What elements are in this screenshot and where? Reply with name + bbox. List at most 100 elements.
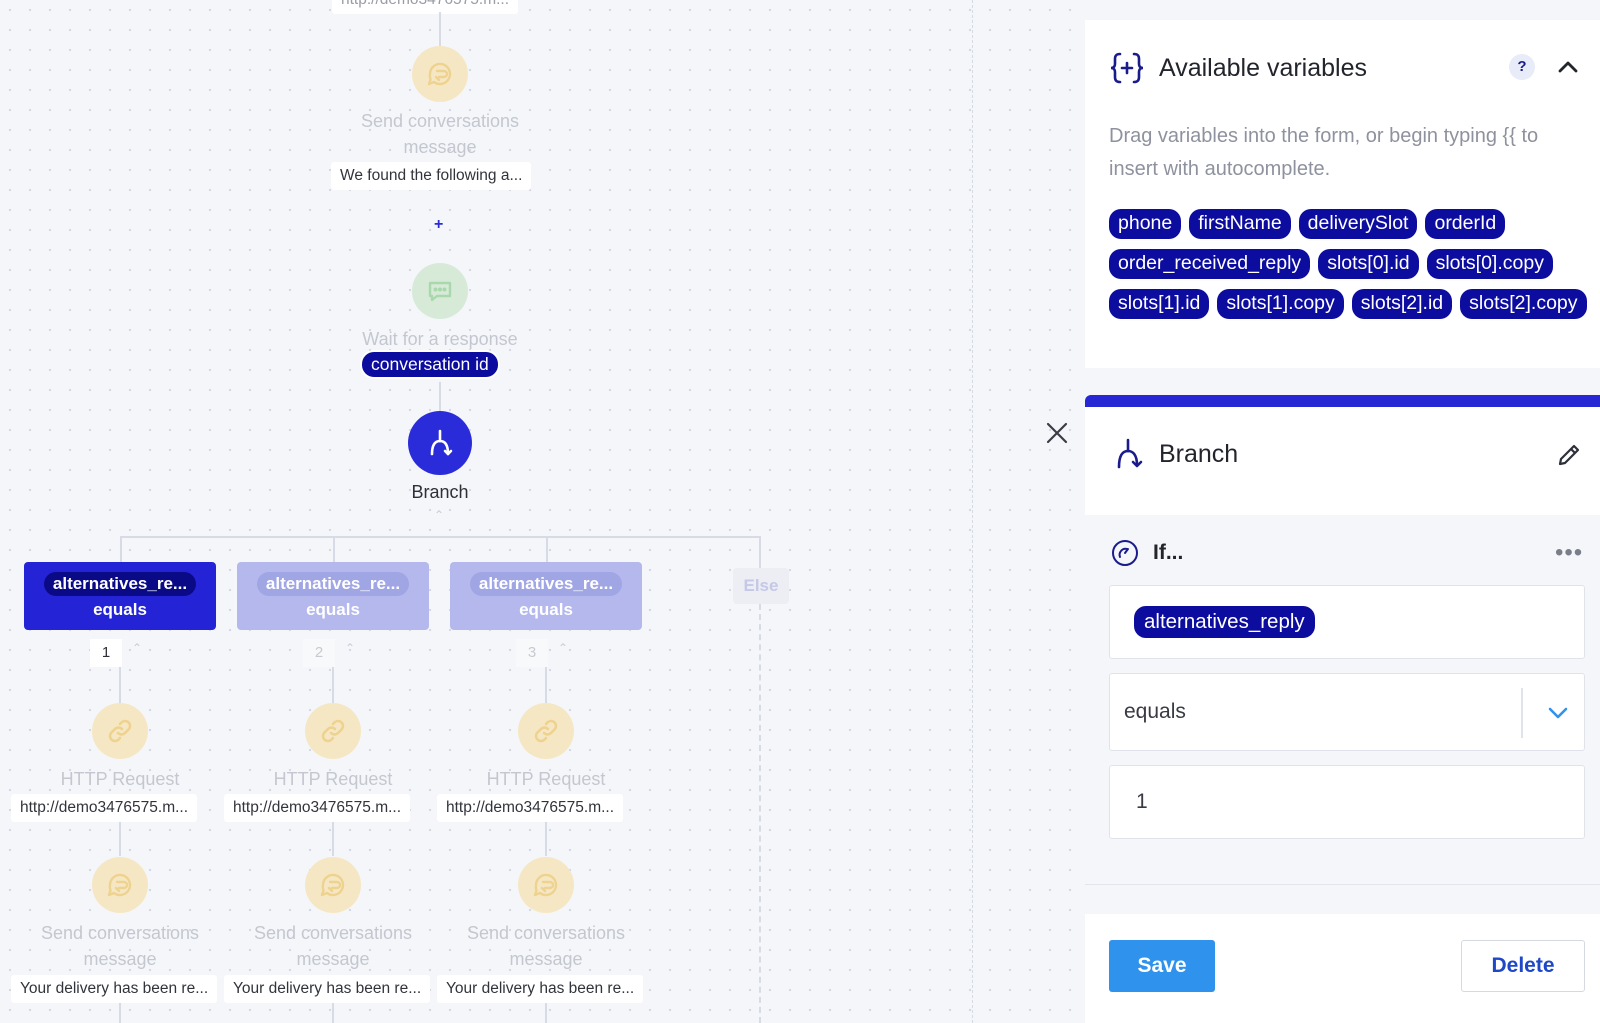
collapse-branch-icon[interactable]: ⌃ xyxy=(132,641,143,655)
condition-card-1[interactable]: alternatives_re... equals xyxy=(24,562,216,630)
variable-chip[interactable]: phone xyxy=(1109,209,1182,239)
delivery-message-title: Send conversations message xyxy=(253,923,413,969)
variable-chip[interactable]: slots[2].id xyxy=(1351,289,1453,319)
variable-chip[interactable]: slots[1].id xyxy=(1109,289,1210,319)
condition-variable-chip: alternatives_re... xyxy=(256,572,410,596)
edge xyxy=(332,667,334,703)
link-icon xyxy=(534,719,558,743)
chat-icon xyxy=(107,873,132,897)
chevron-down-icon[interactable] xyxy=(1545,700,1571,726)
save-button[interactable]: Save xyxy=(1109,940,1215,992)
send-message-sub: We found the following a... xyxy=(331,162,532,190)
side-panel: Available variables ? Drag variables int… xyxy=(1085,0,1600,1023)
flow-canvas[interactable]: http://demo3476575.m... Send conversatio… xyxy=(0,0,1085,1023)
wait-response-title: Wait for a response xyxy=(362,329,518,349)
variable-chip[interactable]: slots[0].id xyxy=(1318,249,1419,279)
branch-number: 2 xyxy=(303,639,335,667)
more-options-icon[interactable]: ••• xyxy=(1555,539,1584,566)
send-message-title: Send conversations message xyxy=(360,111,520,157)
condition-card-2[interactable]: alternatives_re... equals xyxy=(237,562,429,630)
delivery-message-title: Send conversations message xyxy=(40,923,200,969)
conversation-id-chip: conversation id xyxy=(362,352,498,377)
collapse-branch-icon[interactable]: ⌃ xyxy=(345,641,356,655)
message-bubble-icon xyxy=(428,281,452,302)
variable-chip[interactable]: order_received_reply xyxy=(1109,249,1311,279)
edge xyxy=(119,822,121,856)
condition-value-input[interactable]: 1 xyxy=(1109,765,1585,839)
send-message-node[interactable] xyxy=(412,46,468,102)
edge xyxy=(120,536,761,538)
collapse-branch-icon[interactable]: ⌃ xyxy=(558,641,569,655)
http-request-title: HTTP Request xyxy=(486,769,606,789)
edge xyxy=(120,536,122,562)
condition-variable-chip[interactable]: alternatives_reply xyxy=(1134,606,1315,638)
delivery-message-sub: Your delivery has been re... xyxy=(224,975,431,1003)
condition-operator-select[interactable]: equals xyxy=(1109,673,1585,751)
edge xyxy=(439,12,441,46)
edge xyxy=(439,382,441,412)
edit-branch-button[interactable] xyxy=(1555,441,1583,469)
branch-icon xyxy=(430,429,453,456)
branch-number: 1 xyxy=(90,639,122,667)
condition-operator: equals xyxy=(93,600,147,619)
edge xyxy=(759,536,761,568)
delete-button[interactable]: Delete xyxy=(1461,940,1585,992)
else-branch-label[interactable]: Else xyxy=(733,568,789,604)
delivery-message-title: Send conversations message xyxy=(466,923,626,969)
send-message-node[interactable] xyxy=(92,857,148,913)
condition-operator: equals xyxy=(306,600,360,619)
variables-title: Available variables xyxy=(1159,53,1367,82)
variables-list: phone firstName deliverySlot orderId ord… xyxy=(1109,209,1589,319)
operator-value: equals xyxy=(1124,700,1186,723)
delivery-message-sub: Your delivery has been re... xyxy=(11,975,218,1003)
condition-title: If... xyxy=(1153,541,1184,564)
edge xyxy=(546,536,548,562)
available-variables-card: Available variables ? Drag variables int… xyxy=(1085,20,1600,368)
variable-chip[interactable]: slots[1].copy xyxy=(1217,289,1344,319)
edge xyxy=(119,1003,121,1023)
close-panel-button[interactable] xyxy=(1044,420,1070,446)
collapse-variables-button[interactable] xyxy=(1555,54,1581,80)
http-request-sub: http://demo3476575.m... xyxy=(437,794,624,822)
condition-variable-field[interactable]: alternatives_reply xyxy=(1109,585,1585,659)
variable-chip[interactable]: slots[0].copy xyxy=(1426,249,1553,279)
http-request-sub: http://demo3476575.m... xyxy=(224,794,411,822)
chat-icon xyxy=(533,873,558,897)
branch-icon xyxy=(1117,438,1143,469)
http-request-node[interactable] xyxy=(305,703,361,759)
variable-chip[interactable]: slots[2].copy xyxy=(1460,289,1587,319)
http-request-node[interactable] xyxy=(92,703,148,759)
send-message-node[interactable] xyxy=(518,857,574,913)
condition-header: If... xyxy=(1111,539,1183,567)
help-icon[interactable]: ? xyxy=(1509,54,1535,80)
condition-variable-chip: alternatives_re... xyxy=(43,572,197,596)
variables-header: Available variables xyxy=(1109,50,1367,86)
chat-icon xyxy=(427,62,452,86)
edge xyxy=(545,667,547,703)
branch-header: Branch xyxy=(1111,437,1238,471)
branch-accent-bar xyxy=(1085,395,1600,407)
send-message-node[interactable] xyxy=(305,857,361,913)
collapse-branch-icon[interactable]: ⌃ xyxy=(434,508,445,522)
edge xyxy=(119,667,121,703)
gauge-icon xyxy=(1112,540,1138,566)
chevron-up-icon xyxy=(1558,61,1578,73)
add-step-button[interactable]: + xyxy=(434,216,444,233)
wait-response-node[interactable] xyxy=(412,263,468,319)
edge xyxy=(332,822,334,856)
panel-footer: Save Delete xyxy=(1085,914,1600,1023)
variable-chip[interactable]: firstName xyxy=(1189,209,1291,239)
condition-operator: equals xyxy=(519,600,573,619)
chat-icon xyxy=(320,873,345,897)
variable-chip[interactable]: orderId xyxy=(1425,209,1506,239)
variable-chip[interactable]: deliverySlot xyxy=(1298,209,1418,239)
condition-card-3[interactable]: alternatives_re... equals xyxy=(450,562,642,630)
http-request-node[interactable] xyxy=(518,703,574,759)
branch-node[interactable] xyxy=(408,411,472,475)
http-request-title: HTTP Request xyxy=(273,769,393,789)
select-divider xyxy=(1521,688,1523,738)
else-edge xyxy=(759,604,761,1023)
link-icon xyxy=(108,719,132,743)
branch-number: 3 xyxy=(516,639,548,667)
http-request-title: HTTP Request xyxy=(60,769,180,789)
